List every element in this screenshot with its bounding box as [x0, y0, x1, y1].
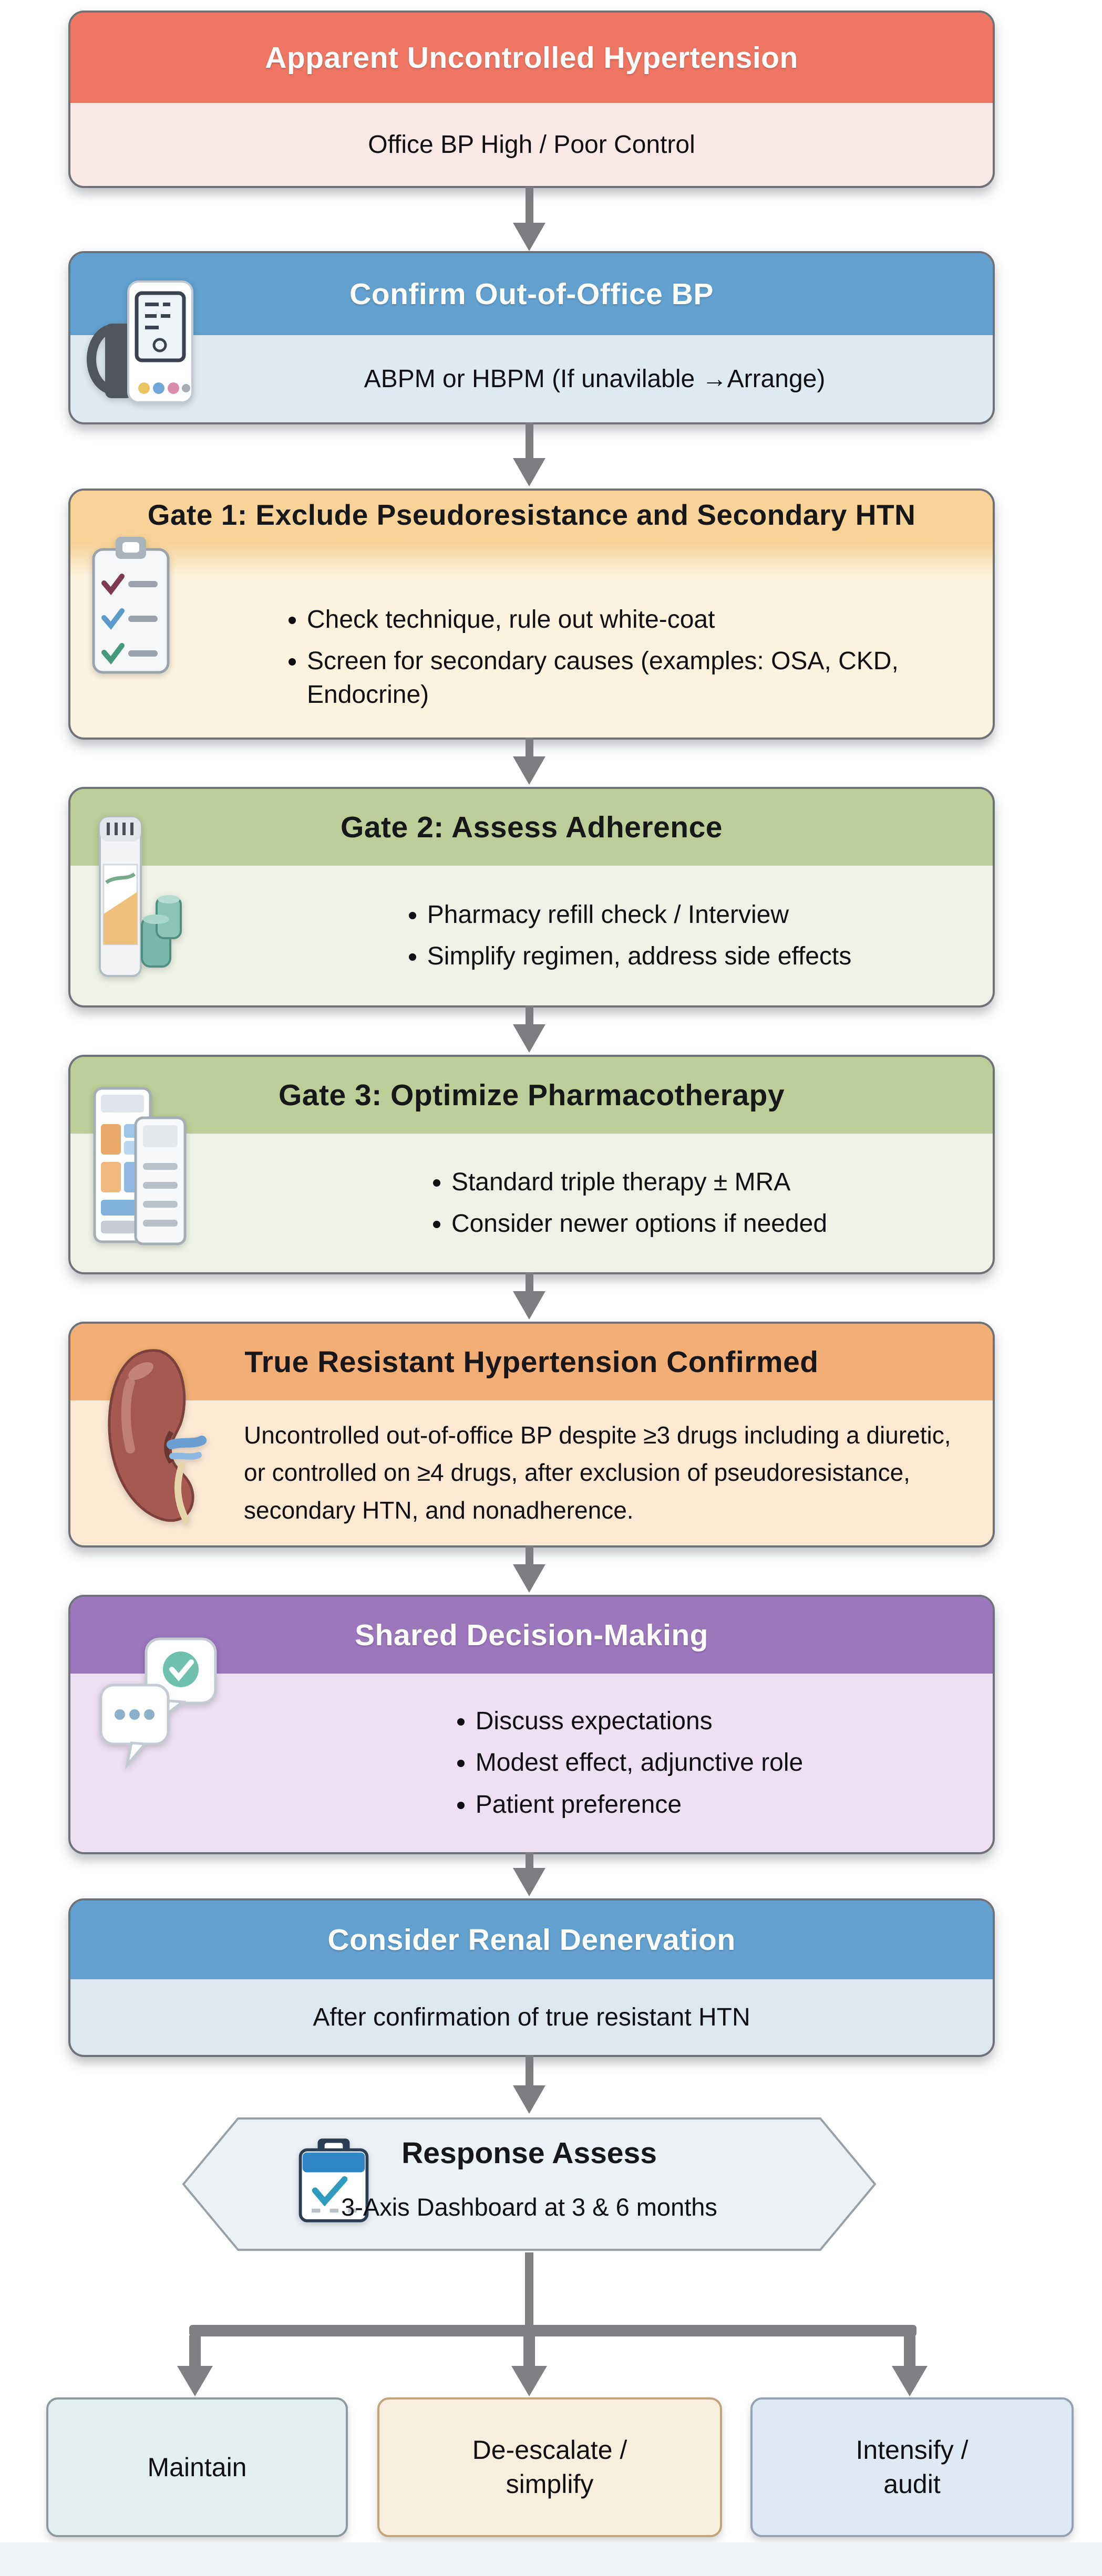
arrow-head-icon [513, 1291, 545, 1320]
footer-band [0, 2542, 1102, 2576]
outcome-label: De-escalate / simplify [472, 2435, 627, 2499]
node-header: Gate 1: Exclude Pseudoresistance and Sec… [70, 491, 993, 577]
arrow-stem [525, 738, 533, 756]
arrow-head-icon [513, 1868, 545, 1896]
arrow-stem [525, 2055, 533, 2085]
outcome-maintain: Maintain [46, 2397, 348, 2537]
node-apparent-uncontrolled-hypertension: Apparent Uncontrolled Hypertension Offic… [68, 11, 995, 188]
node-title: Shared Decision-Making [355, 1618, 708, 1652]
node-header: Shared Decision-Making [70, 1597, 993, 1674]
branch-arm-right [904, 2335, 915, 2366]
node-body-text: Office BP High / Poor Control [368, 130, 695, 159]
arrow-head-icon [513, 756, 545, 785]
node-gate2-assess-adherence: Gate 2: Assess Adherence Pharmacy refill… [68, 787, 995, 1007]
node-body: Uncontrolled out-of-office BP despite ≥3… [70, 1400, 993, 1545]
node-header: Consider Renal Denervation [70, 1900, 993, 1979]
flow-arrow [513, 1545, 545, 1593]
arrow-head-icon [177, 2366, 213, 2396]
branch-arm-center [523, 2335, 535, 2366]
branch-stem [525, 2252, 533, 2326]
arrow-stem [525, 1852, 533, 1868]
node-body: Standard triple therapy ± MRA Consider n… [70, 1134, 993, 1272]
flow-arrow [513, 2055, 545, 2114]
bullet-item: Simplify regimen, address side effects [427, 940, 851, 973]
arrow-head-icon [513, 1024, 545, 1053]
node-body: ABPM or HBPM (If unavilable →Arrange) [70, 335, 993, 422]
arrow-head-icon [892, 2366, 928, 2396]
node-header: Confirm Out-of-Office BP [70, 253, 993, 335]
arrow-stem [525, 1545, 533, 1564]
bullet-list: Discuss expectations Modest effect, adju… [239, 1696, 824, 1830]
node-true-resistant-htn-confirmed: True Resistant Hypertension Confirmed Un… [68, 1322, 995, 1547]
node-body: Office BP High / Poor Control [70, 103, 993, 186]
flow-arrow [513, 738, 545, 785]
node-gate1-exclude-pseudoresistance: Gate 1: Exclude Pseudoresistance and Sec… [68, 489, 995, 740]
outcome-de-escalate-simplify: De-escalate / simplify [377, 2397, 722, 2537]
arrow-head-icon [513, 1564, 545, 1593]
bullet-item: Screen for secondary causes (examples: O… [307, 645, 972, 711]
flow-arrow [513, 422, 545, 486]
bullet-item: Pharmacy refill check / Interview [427, 898, 851, 931]
outcome-label: Intensify / audit [856, 2435, 969, 2499]
node-header: Gate 2: Assess Adherence [70, 789, 993, 866]
arrow-stem [525, 422, 533, 458]
flow-arrow [513, 1272, 545, 1320]
bullet-item: Consider newer options if needed [451, 1207, 827, 1240]
bullet-list: Standard triple therapy ± MRA Consider n… [215, 1157, 848, 1249]
node-title: Consider Renal Denervation [327, 1923, 736, 1957]
bullet-list: Pharmacy refill check / Interview Simpli… [191, 890, 872, 982]
flow-arrow [513, 1852, 545, 1896]
arrow-head-icon [513, 2085, 545, 2114]
flow-arrow [513, 187, 545, 251]
arrow-stem [525, 1005, 533, 1024]
node-body: After confirmation of true resistant HTN [70, 1979, 993, 2055]
node-body-text: 3-Axis Dashboard at 3 & 6 months [341, 2193, 717, 2221]
node-gate3-optimize-pharmacotherapy: Gate 3: Optimize Pharmacotherapy Standar… [68, 1055, 995, 1274]
arrow-head-icon [513, 223, 545, 251]
node-title: Gate 3: Optimize Pharmacotherapy [278, 1078, 785, 1112]
branch-bar [189, 2325, 916, 2336]
bullet-item: Standard triple therapy ± MRA [451, 1166, 827, 1199]
node-header: True Resistant Hypertension Confirmed [70, 1324, 993, 1400]
bullet-list: Check technique, rule out white-coat Scr… [70, 595, 993, 720]
node-title: True Resistant Hypertension Confirmed [244, 1345, 819, 1379]
branch-arm-left [189, 2335, 201, 2366]
node-body-text: After confirmation of true resistant HTN [313, 2003, 750, 2031]
node-body-text: Uncontrolled out-of-office BP despite ≥3… [244, 1421, 951, 1524]
node-header: Apparent Uncontrolled Hypertension [70, 13, 993, 103]
arrow-stem [525, 1272, 533, 1291]
node-body: Discuss expectations Modest effect, adju… [70, 1674, 993, 1852]
node-title: Apparent Uncontrolled Hypertension [265, 41, 798, 75]
outcome-label: Maintain [147, 2452, 247, 2482]
bullet-item: Modest effect, adjunctive role [476, 1746, 803, 1779]
bullet-item: Check technique, rule out white-coat [307, 603, 972, 636]
node-title: Confirm Out-of-Office BP [349, 277, 714, 311]
bullet-item: Patient preference [476, 1788, 803, 1821]
node-body-text: ABPM or HBPM (If unavilable →Arrange) [364, 365, 826, 393]
node-shared-decision-making: Shared Decision-Making Discuss expectati… [68, 1595, 995, 1854]
node-title: Gate 2: Assess Adherence [341, 811, 723, 844]
arrow-stem [525, 187, 533, 223]
node-title: Response Assess [401, 2136, 657, 2170]
arrow-head-icon [513, 458, 545, 486]
flow-arrow [513, 1005, 545, 1053]
node-header: Gate 3: Optimize Pharmacotherapy [70, 1057, 993, 1134]
node-confirm-out-of-office-bp: Confirm Out-of-Office BP ABPM or HBPM (I… [68, 251, 995, 424]
node-body: Pharmacy refill check / Interview Simpli… [70, 866, 993, 1005]
node-title: Gate 1: Exclude Pseudoresistance and Sec… [147, 498, 916, 531]
node-consider-renal-denervation: Consider Renal Denervation After confirm… [68, 1898, 995, 2057]
node-body: Check technique, rule out white-coat Scr… [70, 577, 993, 738]
bullet-item: Discuss expectations [476, 1705, 803, 1738]
node-response-assess-hexagon: Response Assess 3-Axis Dashboard at 3 & … [182, 2116, 876, 2252]
outcome-intensify-audit: Intensify / audit [750, 2397, 1074, 2537]
arrow-head-icon [511, 2366, 547, 2396]
